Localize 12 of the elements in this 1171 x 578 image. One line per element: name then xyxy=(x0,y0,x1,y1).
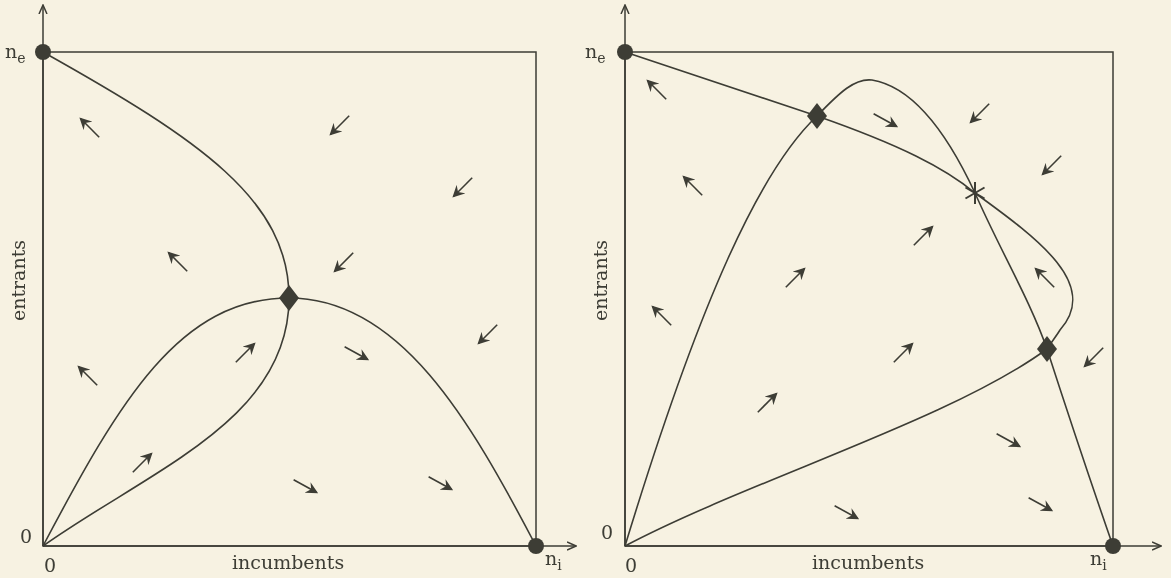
axis-title: incumbents xyxy=(812,553,925,572)
axis-max-label: n$_{i}$ xyxy=(545,549,562,572)
axis-max-label: n$_{e}$ xyxy=(585,42,606,65)
axis-max-label: n$_{i}$ xyxy=(1090,549,1107,572)
axis-origin-label: 0 xyxy=(20,527,33,546)
axis-origin-label: 0 xyxy=(44,556,57,575)
axis-title: incumbents xyxy=(232,553,345,572)
axis-origin-label: 0 xyxy=(601,523,614,542)
axis-title: entrants xyxy=(590,239,610,321)
axis-max-label: n$_{e}$ xyxy=(5,42,26,65)
axis-title: entrants xyxy=(8,239,28,321)
axis-origin-label: 0 xyxy=(625,556,638,575)
